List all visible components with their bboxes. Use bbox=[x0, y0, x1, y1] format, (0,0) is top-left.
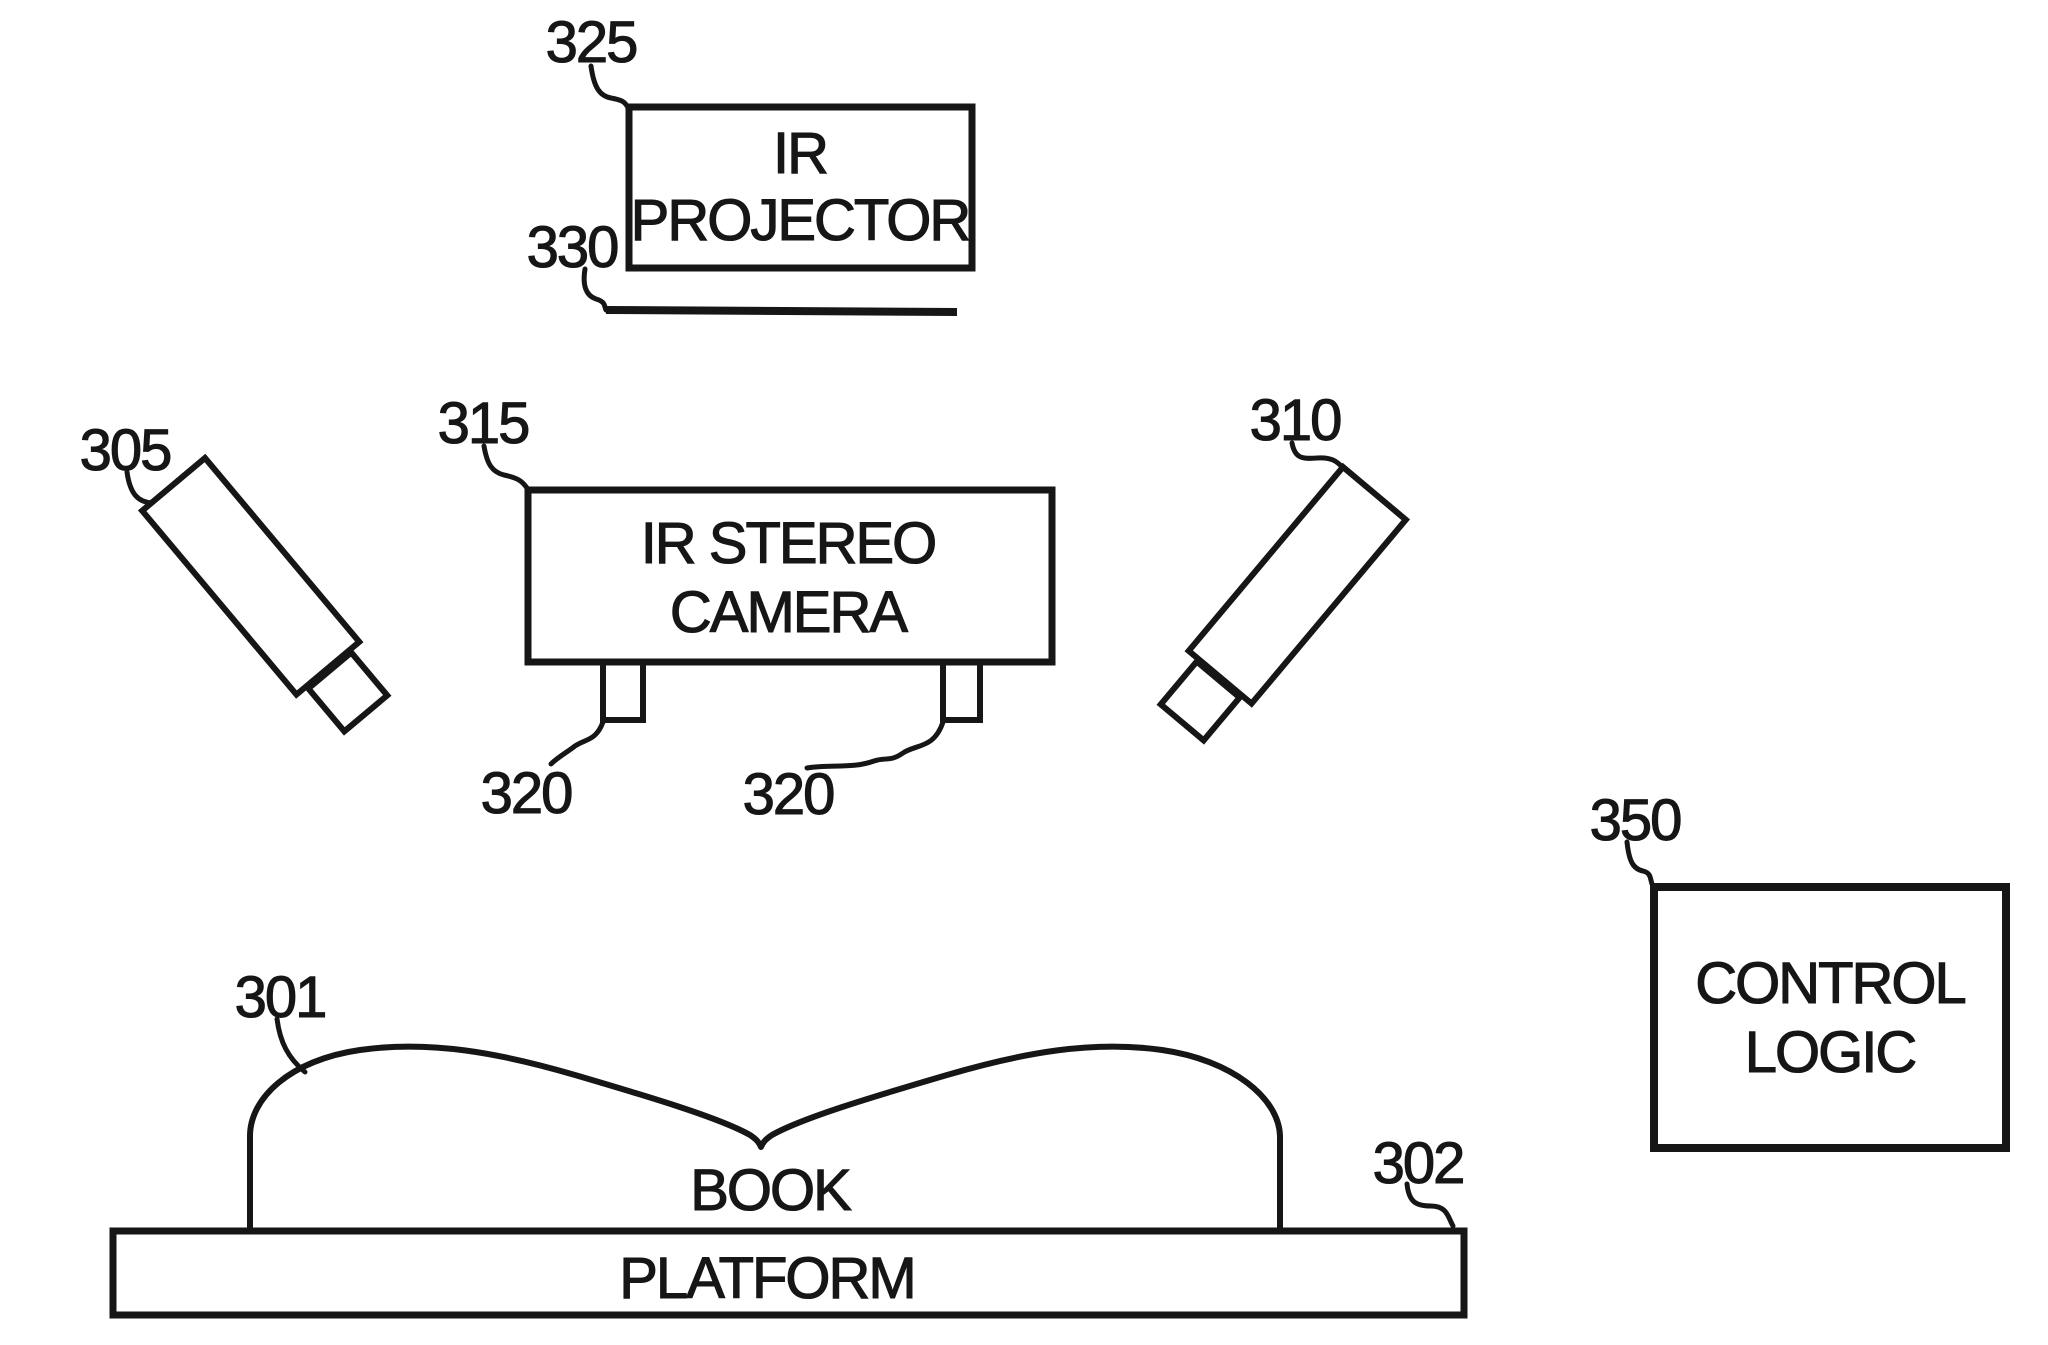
ir-stereo-camera-text-line2: CAMERA bbox=[670, 580, 908, 645]
control-logic-text-line1: CONTROL bbox=[1695, 951, 1965, 1016]
ir-stereo-camera-box bbox=[524, 486, 1056, 666]
control-logic-node: 350 CONTROL LOGIC bbox=[1589, 787, 2010, 1152]
device-right-body bbox=[1184, 462, 1411, 708]
camera-tab-left bbox=[600, 664, 646, 723]
ref-label-310: 310 bbox=[1250, 388, 1341, 453]
leader-line-320-right bbox=[804, 719, 946, 771]
platform-box bbox=[109, 1227, 1468, 1319]
leader-line-350 bbox=[1624, 839, 1655, 887]
ir-projector-box bbox=[625, 103, 976, 272]
ref-label-301: 301 bbox=[235, 965, 326, 1030]
device-right-node: 310 bbox=[1156, 387, 1411, 745]
camera-tab-right bbox=[940, 664, 983, 723]
ref-label-302: 302 bbox=[1373, 1131, 1464, 1196]
side-camera-left-icon bbox=[137, 453, 392, 736]
control-logic-box bbox=[1650, 883, 2010, 1152]
leader-line-330 bbox=[581, 266, 609, 313]
device-left-body bbox=[137, 453, 364, 699]
ref-label-320-right: 320 bbox=[743, 762, 834, 827]
leader-line-310 bbox=[1289, 440, 1346, 471]
book-node: 301 BOOK bbox=[234, 964, 1283, 1228]
ref-label-315: 315 bbox=[438, 391, 529, 456]
ir-projector-text-line1: IR bbox=[773, 121, 827, 186]
side-camera-right-icon bbox=[1156, 462, 1411, 745]
projector-output-node: 330 bbox=[526, 214, 958, 316]
ir-stereo-camera-node: 315 IR STEREO CAMERA 320 320 bbox=[437, 390, 1056, 828]
ir-stereo-camera-text-line1: IR STEREO bbox=[641, 511, 936, 576]
projector-output-line bbox=[605, 306, 958, 316]
ref-label-325: 325 bbox=[546, 10, 637, 75]
device-right-lens bbox=[1156, 657, 1244, 745]
leader-line-325 bbox=[588, 63, 630, 109]
ir-projector-text-line2: PROJECTOR bbox=[631, 188, 970, 253]
ref-label-320-left: 320 bbox=[481, 761, 572, 826]
book-outline bbox=[247, 1043, 1283, 1228]
book-label: BOOK bbox=[690, 1158, 852, 1223]
control-logic-text-line2: LOGIC bbox=[1745, 1020, 1916, 1085]
ref-label-330: 330 bbox=[527, 215, 618, 280]
leader-line-302 bbox=[1404, 1181, 1456, 1229]
platform-node: 302 PLATFORM bbox=[109, 1130, 1468, 1319]
device-left-node: 305 bbox=[79, 417, 392, 736]
platform-label: PLATFORM bbox=[619, 1246, 915, 1311]
leader-line-320-left bbox=[548, 719, 606, 767]
ref-label-350: 350 bbox=[1590, 788, 1681, 853]
leader-line-315 bbox=[481, 443, 530, 491]
ir-projector-node: 325 IR PROJECTOR bbox=[545, 9, 976, 272]
device-left-lens bbox=[304, 648, 392, 736]
